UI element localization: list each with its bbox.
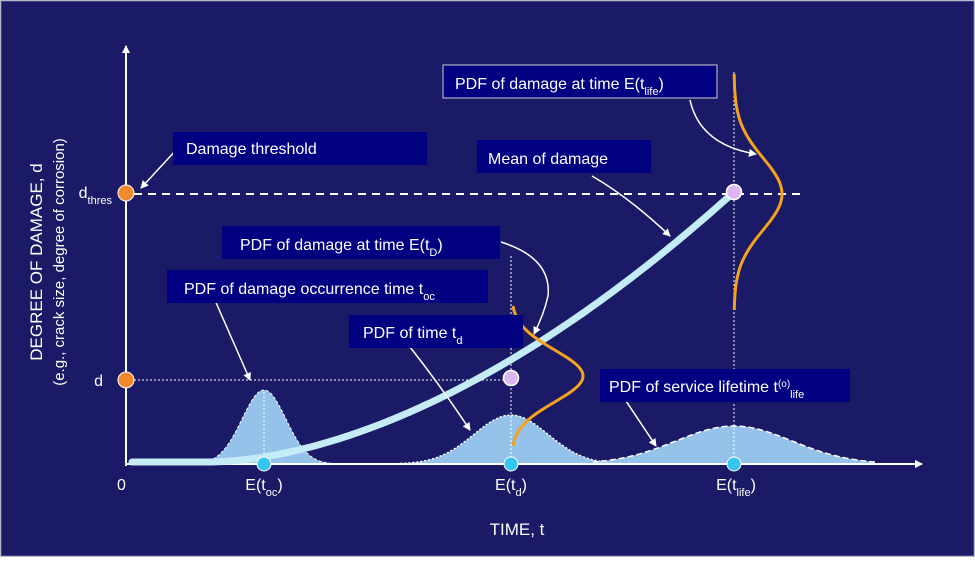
box-pdf-time-td — [349, 315, 523, 348]
marker-mean-at-td — [502, 369, 520, 387]
label-damage-threshold: Damage threshold — [186, 141, 317, 158]
pdf-occurrence-hump — [193, 389, 335, 465]
x-axis-label: TIME, t — [490, 520, 545, 539]
label-pdf-tD: PDF of damage at time E(tD) — [240, 237, 443, 259]
tick-E-toc: E(toc) — [245, 477, 282, 499]
label-pdf-time-td: PDF of time td — [363, 325, 462, 347]
marker-td — [503, 456, 519, 472]
tick-d: d — [94, 373, 103, 390]
label-pdf-service: PDF of service lifetime t(o)life — [609, 379, 804, 402]
label-mean-of-damage: Mean of damage — [488, 151, 608, 168]
marker-toc — [256, 456, 272, 472]
tick-E-tlife: E(tlife) — [716, 477, 756, 499]
leader-pdf-tD — [500, 241, 549, 335]
label-pdf-occurrence: PDF of damage occurrence time toc — [184, 281, 435, 303]
box-pdf-service — [600, 369, 850, 402]
leader-time-td — [409, 346, 471, 431]
tick-d-thres: dthres — [79, 185, 113, 207]
y-axis-label-line2: (e.g., crack size, degree of corrosion) — [51, 138, 68, 386]
box-mean-of-damage — [477, 140, 651, 173]
leader-mean — [591, 175, 671, 237]
box-pdf-occurrence — [167, 270, 488, 303]
origin-label: 0 — [117, 477, 126, 494]
box-pdf-tD — [222, 226, 500, 259]
tick-E-td: E(td) — [495, 477, 527, 499]
box-pdf-life — [442, 64, 718, 99]
marker-d-level — [117, 371, 135, 389]
leader-service-life — [623, 397, 657, 447]
box-damage-threshold — [173, 132, 427, 165]
pdf-damage-tlife-curve — [732, 74, 784, 310]
leader-pdf-tlife — [689, 99, 757, 157]
y-axis-label-line1: DEGREE OF DAMAGE, d — [27, 163, 46, 360]
mean-damage-curve — [128, 188, 738, 466]
pdf-time-td-hump — [400, 414, 622, 465]
leader-occurrence — [213, 297, 251, 381]
label-pdf-life: PDF of damage at time E(tlife) — [455, 76, 664, 98]
marker-d-threshold — [117, 184, 135, 202]
pdf-damage-td-curve — [511, 305, 585, 447]
marker-tlife — [726, 456, 742, 472]
marker-mean-at-tlife — [725, 183, 743, 201]
leader-threshold — [140, 147, 179, 189]
